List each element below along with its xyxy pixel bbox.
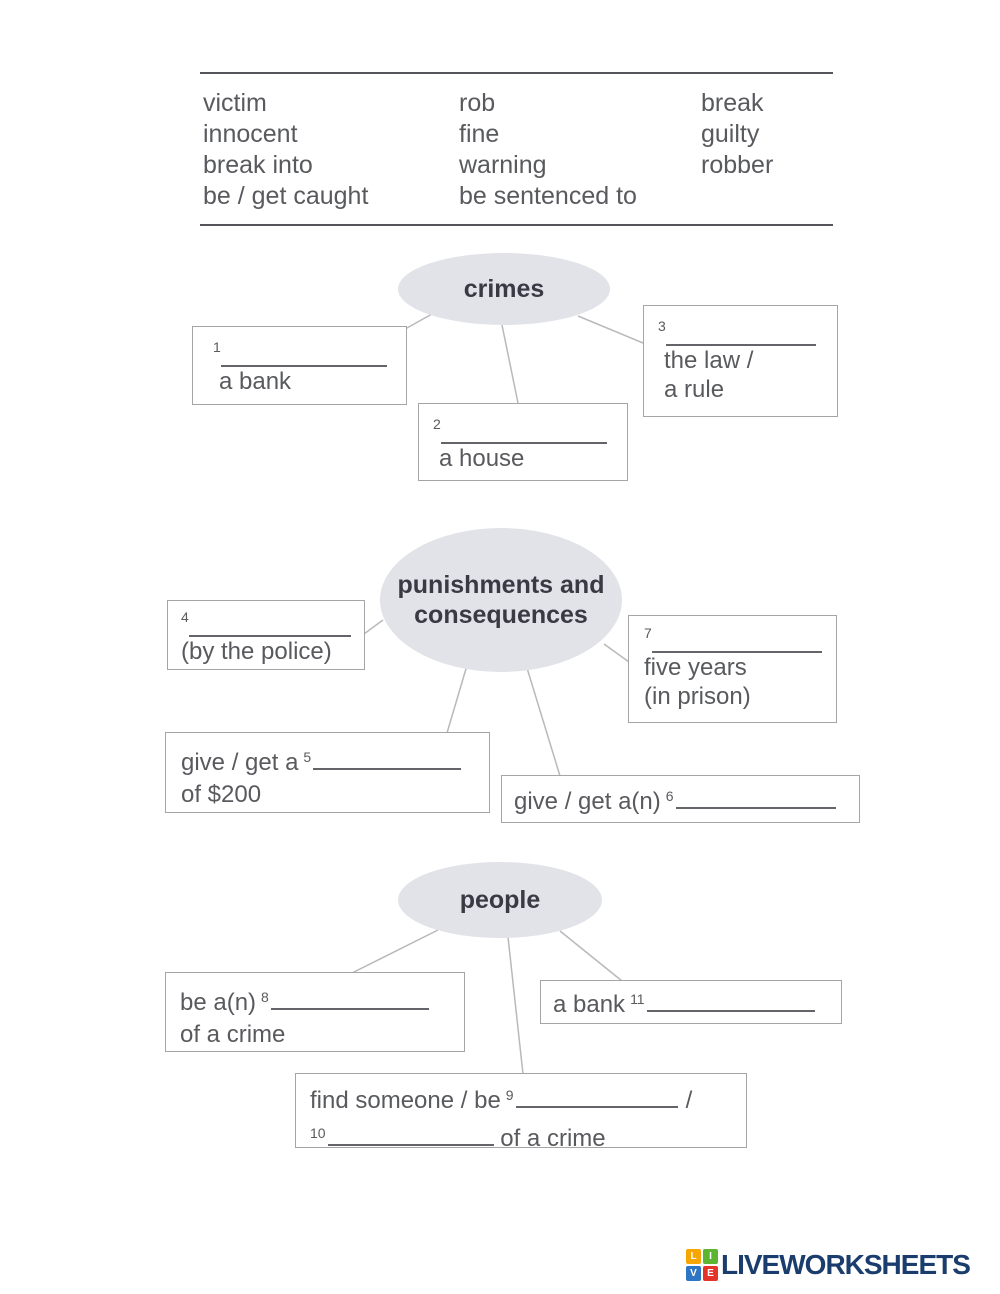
crimes-box-3: 3 the law / a rule	[643, 305, 838, 417]
box-label: (in prison)	[644, 683, 751, 710]
blank-row: 1	[213, 333, 406, 367]
answer-blank-10[interactable]	[327, 1142, 494, 1146]
box-label-text: give / get a	[181, 749, 299, 776]
answer-blank-11[interactable]	[646, 1008, 815, 1012]
connector-line	[559, 930, 623, 982]
people-box-8: be a(n)8 of a crime	[165, 972, 465, 1052]
connector-line	[507, 936, 524, 1075]
box-label: of a crime	[180, 1021, 286, 1048]
answer-blank-3[interactable]	[665, 342, 816, 346]
box-label-text: of a crime	[500, 1125, 606, 1152]
blank-number-10: 10	[310, 1125, 326, 1141]
punishments-title: punishments and	[397, 571, 605, 599]
crimes-ellipse: crimes	[398, 253, 610, 325]
box-label: 10 of a crime	[310, 1117, 746, 1155]
blank-number-7: 7	[644, 625, 652, 641]
answer-blank-6[interactable]	[675, 805, 836, 809]
box-label-text: a bank	[553, 991, 626, 1018]
box-label: the law /	[664, 347, 754, 374]
word-bank-item: robber	[701, 151, 774, 179]
box-label: be a(n)8	[180, 981, 464, 1019]
people-title: people	[459, 886, 541, 914]
answer-blank-8[interactable]	[270, 1006, 429, 1010]
connector-line	[351, 929, 439, 974]
connector-line	[501, 324, 519, 404]
box-label: give / get a(n)6	[514, 782, 836, 816]
blank-number-11: 11	[630, 991, 645, 1007]
word-bank-item: break into	[203, 151, 313, 179]
word-bank: victim innocent break into be / get caug…	[200, 72, 833, 226]
box-label-text: be a(n)	[180, 989, 257, 1016]
word-bank-column-3: break guilty robber	[701, 88, 833, 212]
crimes-title: crimes	[463, 275, 545, 303]
box-label: (by the police)	[181, 638, 332, 665]
blank-number-9: 9	[505, 1087, 514, 1103]
crimes-box-2: 2 a house	[418, 403, 628, 481]
connector-line	[363, 619, 384, 635]
punishments-box-6: give / get a(n)6	[501, 775, 860, 823]
box-label: of $200	[181, 781, 262, 808]
connector-line	[446, 661, 469, 734]
answer-blank-4[interactable]	[188, 633, 351, 637]
box-label: five years	[644, 654, 747, 681]
blank-row: 4	[181, 603, 364, 637]
word-bank-column-2: rob fine warning be sentenced to	[459, 88, 701, 212]
word-bank-item: warning	[459, 151, 547, 179]
blank-number-4: 4	[181, 609, 189, 625]
blank-number-3: 3	[658, 318, 666, 334]
blank-number-5: 5	[303, 749, 312, 765]
punishments-box-7: 7 five years (in prison)	[628, 615, 837, 723]
logo-square-i: I	[703, 1249, 718, 1264]
logo-square-v: V	[686, 1266, 701, 1281]
word-bank-item: be sentenced to	[459, 182, 637, 210]
answer-blank-1[interactable]	[220, 363, 387, 367]
connector-line	[577, 315, 644, 344]
blank-row: 7	[644, 619, 836, 653]
punishments-box-4: 4 (by the police)	[167, 600, 365, 670]
word-bank-item: victim	[203, 89, 267, 117]
blank-number-2: 2	[433, 416, 441, 432]
box-label-text: give / get a(n)	[514, 788, 661, 815]
liveworksheets-logo-icon: L I V E	[686, 1249, 718, 1281]
box-label: a bank	[219, 368, 292, 395]
crimes-box-1: 1 a bank	[192, 326, 407, 405]
blank-number-6: 6	[665, 788, 674, 804]
connector-line	[526, 667, 561, 777]
word-bank-item: innocent	[203, 120, 298, 148]
box-label: a rule	[664, 376, 725, 403]
box-label-text: /	[685, 1087, 693, 1114]
blank-row: 3	[658, 312, 837, 346]
word-bank-item: be / get caught	[203, 182, 369, 210]
word-bank-item: break	[701, 89, 764, 117]
answer-blank-7[interactable]	[651, 649, 822, 653]
liveworksheets-logo: L I V E LIVEWORKSHEETS	[686, 1249, 971, 1281]
box-label: a house	[439, 445, 525, 472]
word-bank-item: rob	[459, 89, 496, 117]
word-bank-column-1: victim innocent break into be / get caug…	[200, 88, 459, 212]
logo-square-l: L	[686, 1249, 701, 1264]
punishments-title: consequences	[414, 601, 588, 629]
logo-square-e: E	[703, 1266, 718, 1281]
answer-blank-5[interactable]	[313, 766, 462, 770]
blank-number-1: 1	[213, 339, 221, 355]
blank-row: 2	[433, 410, 627, 444]
answer-blank-9[interactable]	[515, 1104, 678, 1108]
connector-line	[603, 643, 630, 663]
box-label-text: find someone / be	[310, 1087, 501, 1114]
people-ellipse: people	[398, 862, 602, 938]
word-bank-item: fine	[459, 120, 500, 148]
blank-number-8: 8	[261, 989, 269, 1005]
punishments-ellipse: punishments and consequences	[380, 528, 622, 672]
logo-wordmark: LIVEWORKSHEETS	[721, 1249, 971, 1280]
word-bank-item: guilty	[701, 120, 760, 148]
answer-blank-2[interactable]	[440, 440, 607, 444]
